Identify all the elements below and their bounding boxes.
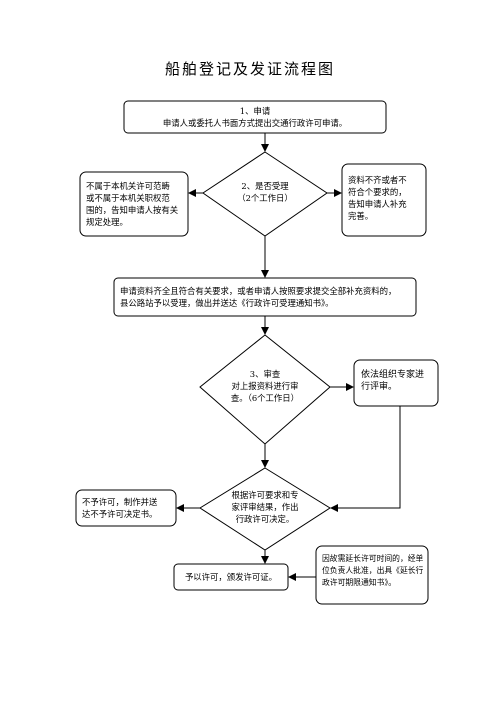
accept-line2: 县公路站予以受理，做出并送达《行政许可受理通知书》。 xyxy=(120,298,334,308)
supplement-line1: 资料不齐或者不 xyxy=(348,175,407,185)
supplement-line3: 告知申请人补充 xyxy=(348,199,407,209)
decision1-time: （2个工作日） xyxy=(237,193,293,203)
extend-line2: 位负责人批准，出具《延长行 xyxy=(322,566,424,575)
deny-text: 不予许可，制作并送 达不予许可决定书。 xyxy=(82,496,176,520)
accept-text: 申请资料齐全且符合有关要求，或者申请人按照要求提交全部补充资料的， 县公路站予以… xyxy=(120,285,414,309)
reject-scope-line1: 不属于本机关许可范畴 xyxy=(86,181,170,191)
decision1-text: 2、是否受理 （2个工作日） xyxy=(215,180,315,204)
page-title: 船舶登记及发证流程图 xyxy=(164,60,335,78)
expert-line2: 行评审。 xyxy=(361,382,398,392)
decision2-text: 3、审查 对上报资料进行审 查。（6个工作日） xyxy=(215,368,315,404)
decision3-line1: 根据许可要求和专 xyxy=(231,490,299,500)
decision2-line2: 对上报资料进行审 xyxy=(231,381,299,391)
supplement-text: 资料不齐或者不 符合个要求的， 告知申请人补充 完善。 xyxy=(348,174,424,222)
extend-text: 因故需延长许可时间的，经单 位负责人批准，出具《延长行 政许可期限通知书》。 xyxy=(322,553,426,589)
expert-line1: 依法组织专家进 xyxy=(361,370,425,380)
decision3-text: 根据许可要求和专 家评审结果，作出 行政许可决定。 xyxy=(218,489,312,525)
supplement-line4: 完善。 xyxy=(348,211,374,221)
step1-desc: 申请人或委托人书面方式提出交通行政许可申请。 xyxy=(162,118,348,128)
reject-scope-box xyxy=(79,171,189,237)
grant-text: 予以许可，颁发许可证。 xyxy=(174,571,288,583)
reject-scope-line2: 或不属于本机关职权范 xyxy=(86,193,170,203)
decision3-line3: 行政许可决定。 xyxy=(235,514,295,524)
step1-text: 1、申请 申请人或委托人书面方式提出交通行政许可申请。 xyxy=(124,105,386,129)
decision2-line3: 查。（6个工作日） xyxy=(230,393,300,403)
decision1-title: 2、是否受理 xyxy=(241,181,289,191)
supplement-line2: 符合个要求的， xyxy=(348,187,407,197)
decision2-title: 3、审查 xyxy=(249,369,281,379)
step1-title: 1、申请 xyxy=(239,106,271,116)
arrow-expert-to-decision3 xyxy=(330,406,401,512)
expert-text: 依法组织专家进 行评审。 xyxy=(361,369,437,393)
reject-scope-text: 不属于本机关许可范畴 或不属于本机关职权范 围的，告知申请人按有关 规定处理。 xyxy=(86,180,186,228)
deny-line1: 不予许可，制作并送 xyxy=(82,497,158,507)
supplement-box xyxy=(341,163,427,237)
extend-line3: 政许可期限通知书》。 xyxy=(322,578,397,587)
extend-line1: 因故需延长许可时间的，经单 xyxy=(322,554,424,563)
reject-scope-line3: 围的，告知申请人按有关 xyxy=(86,205,179,215)
reject-scope-line4: 规定处理。 xyxy=(86,217,128,227)
grant-line1: 予以许可，颁发许可证。 xyxy=(184,572,278,582)
expert-box xyxy=(353,359,439,407)
step1-box xyxy=(123,100,387,134)
accept-line1: 申请资料齐全且符合有关要求，或者申请人按照要求提交全部补充资料的， xyxy=(120,286,397,296)
extend-box xyxy=(315,545,429,605)
decision3-line2: 家评审结果，作出 xyxy=(231,502,299,512)
deny-line2: 达不予许可决定书。 xyxy=(82,509,158,519)
